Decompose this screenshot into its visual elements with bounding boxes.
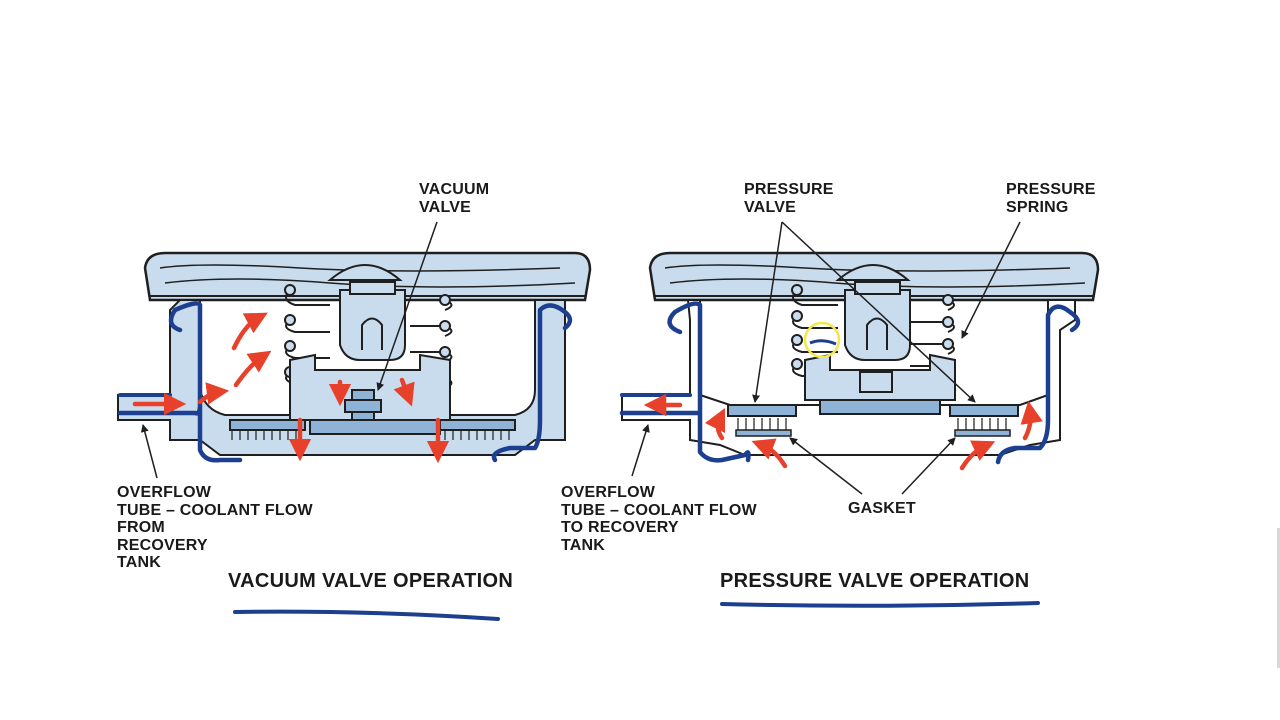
pressure-overflow-leader	[631, 424, 650, 477]
pressure-flow-arrows	[643, 393, 1043, 471]
vacuum-valve-title: VACUUM VALVE OPERATION	[228, 570, 514, 592]
vacuum-overflow-leader	[140, 424, 158, 479]
pressure-title-underline	[720, 601, 1040, 608]
pressure-spring-label: PRESSURE SPRING	[1006, 181, 1096, 216]
highlight-marker	[803, 321, 841, 359]
pressure-spring-leader	[961, 221, 1021, 339]
pressure-cap-dome	[835, 264, 911, 281]
gasket-leader-left	[789, 437, 863, 495]
pressure-ink-outline	[619, 301, 1081, 465]
vacuum-valve-disk	[309, 419, 441, 435]
vacuum-valve-label: VACUUM VALVE	[419, 181, 490, 216]
pressure-valve-title: PRESSURE VALVE OPERATION	[720, 570, 1030, 592]
vacuum-overflow-label: OVERFLOW TUBE – COOLANT FLOW FROM RECOVE…	[117, 484, 313, 571]
pressure-cap-assembly	[621, 251, 1100, 456]
vacuum-valve-stem	[339, 289, 406, 361]
gasket-label: GASKET	[848, 500, 916, 517]
vacuum-gasket-left	[229, 419, 306, 431]
pressure-valve-right	[949, 404, 1019, 417]
page-edge	[1277, 528, 1280, 668]
vacuum-cap-dome	[327, 264, 403, 281]
gasket-left	[735, 429, 792, 437]
pressure-valve-stem	[844, 289, 911, 361]
gasket-leader-right	[901, 437, 956, 495]
vacuum-gasket-right	[439, 419, 516, 431]
pressure-valve-leader-1	[752, 221, 783, 403]
pressure-valve-label: PRESSURE VALVE	[744, 181, 834, 216]
vacuum-ink-outline	[117, 301, 573, 463]
vacuum-title-underline	[233, 609, 500, 621]
pressure-valve-left	[727, 404, 797, 417]
vacuum-cap-assembly	[117, 251, 592, 456]
vacuum-valve-leader	[376, 221, 438, 391]
gasket-right	[954, 429, 1011, 437]
pressure-overflow-label: OVERFLOW TUBE – COOLANT FLOW TO RECOVERY…	[561, 484, 757, 554]
vacuum-flow-arrows	[132, 312, 450, 464]
pressure-valve-leader-2	[781, 221, 976, 403]
